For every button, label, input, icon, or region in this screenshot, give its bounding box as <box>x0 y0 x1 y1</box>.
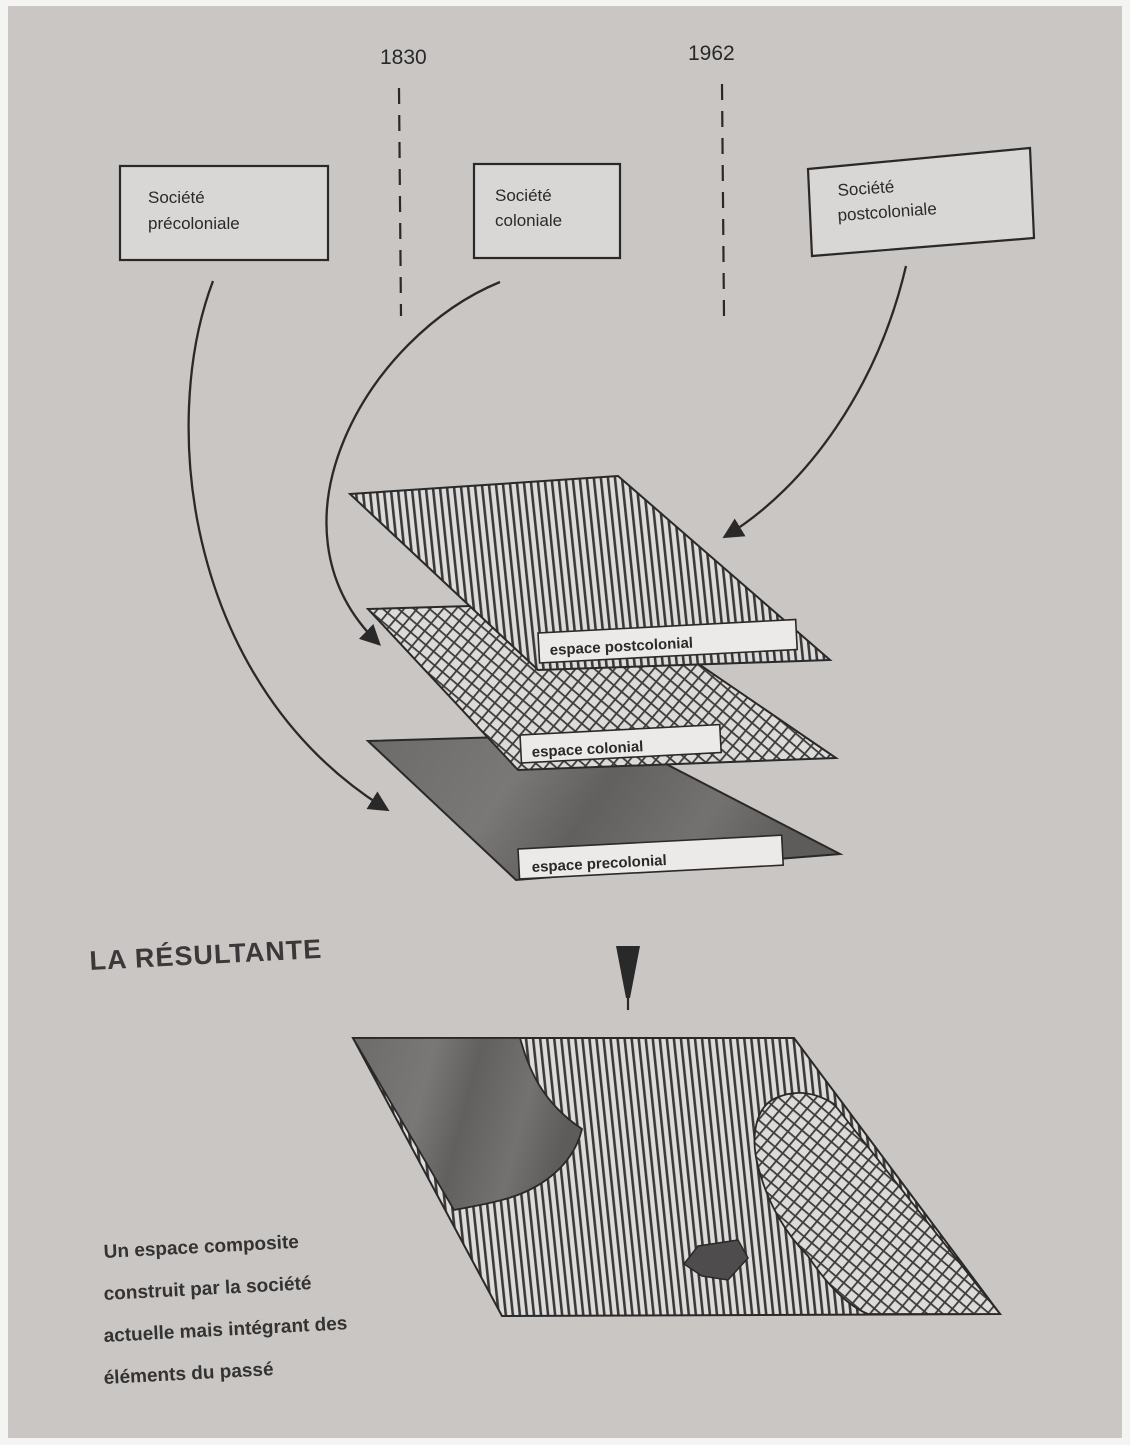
arrow-postcolonial <box>722 265 908 539</box>
society-postcolonial-line1: Société <box>837 177 895 200</box>
society-precolonial-line1: Société <box>148 188 205 207</box>
result-title: LA RÉSULTANTE <box>89 933 323 976</box>
caption-line-2: construit par la société <box>103 1273 312 1305</box>
arrows <box>187 265 908 812</box>
year-1830-label: 1830 <box>380 46 427 69</box>
layer-precolonial: espace precolonial <box>365 732 844 882</box>
divider-1962 <box>720 83 726 317</box>
divider-1830 <box>397 87 403 317</box>
down-arrow-icon <box>616 946 640 1010</box>
society-box-colonial: Société coloniale <box>472 162 622 260</box>
caption-line-3: actuelle mais intégrant des <box>103 1313 348 1347</box>
layer-colonial: espace colonial <box>365 600 840 772</box>
composite-space <box>351 1037 1002 1318</box>
society-colonial-line1: Société <box>495 186 552 205</box>
caption-line-1: Un espace composite <box>103 1232 299 1263</box>
arrow-precolonial <box>187 280 390 812</box>
result-caption: Un espace composite construit par la soc… <box>103 1232 348 1389</box>
society-precolonial-line2: précoloniale <box>148 214 240 233</box>
arrow-colonial <box>325 280 501 646</box>
composite-space-diagram: 1830 1962 Société précoloniale Société c… <box>89 42 1036 1389</box>
timeline: 1830 1962 <box>380 42 735 317</box>
layer-colonial-label: espace colonial <box>531 738 643 761</box>
society-box-precolonial: Société précoloniale <box>118 164 330 262</box>
composite-precolonial-spot <box>682 1239 749 1281</box>
composite-colonial-zone <box>753 1091 1002 1315</box>
society-colonial-line2: coloniale <box>495 211 562 230</box>
society-box-postcolonial: Société postcoloniale <box>806 146 1036 258</box>
year-1962-label: 1962 <box>688 42 735 65</box>
book-page: 1830 1962 Société précoloniale Société c… <box>8 6 1122 1438</box>
composite-precolonial-zone <box>351 1037 584 1212</box>
layer-postcolonial: espace postcolonial <box>347 474 833 672</box>
caption-line-4: éléments du passé <box>103 1359 274 1389</box>
